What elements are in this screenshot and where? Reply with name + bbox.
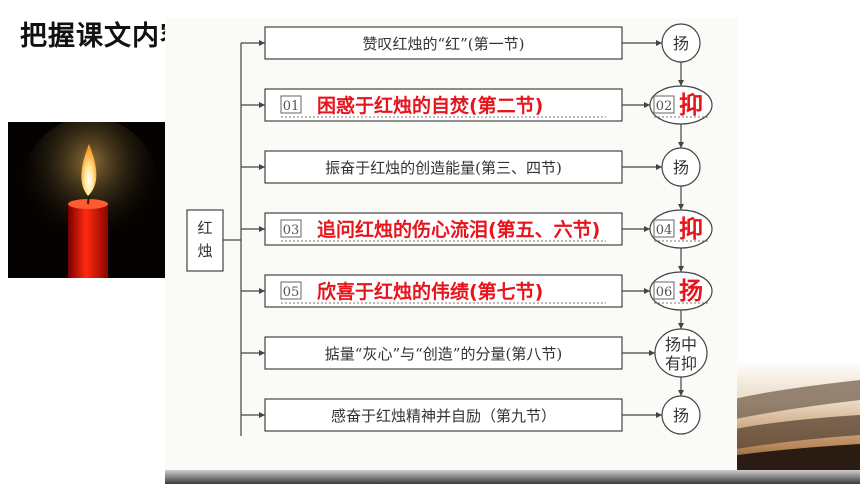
flow-row-7: 感奋于红烛精神并自励（第九节） 扬 xyxy=(241,395,701,435)
sunset-decoration xyxy=(730,360,860,484)
section-answer: 欣喜于红烛的伟绩(第七节) xyxy=(317,280,543,303)
mood-label: 扬 xyxy=(673,158,689,177)
mood-circle xyxy=(661,395,701,435)
section-label: 感奋于红烛精神并自励（第九节） xyxy=(331,407,556,425)
section-box xyxy=(264,274,623,308)
mood-answer: 抑 xyxy=(679,91,703,119)
blank-number: 06 xyxy=(656,285,673,300)
flow-row-4: 03 追问红烛的伤心流泪(第五、六节) 04 抑 xyxy=(241,209,713,272)
mood-label: 有抑 xyxy=(665,354,697,373)
mood-label: 扬 xyxy=(673,406,689,425)
flow-row-3: 振奋于红烛的创造能量(第三、四节) 扬 xyxy=(241,147,701,210)
section-box xyxy=(264,398,623,432)
section-box xyxy=(264,26,623,60)
blank-number: 04 xyxy=(656,223,673,238)
flow-row-1: 赞叹红烛的“红”(第一节) 扬 xyxy=(241,23,701,86)
section-answer: 困惑于红烛的自焚(第二节) xyxy=(317,94,543,117)
section-label: 掂量“灰心”与“创造”的分量(第八节) xyxy=(325,345,562,363)
blank-number: 01 xyxy=(283,99,300,114)
section-answer: 追问红烛的伤心流泪(第五、六节) xyxy=(317,218,600,241)
section-label: 赞叹红烛的“红”(第一节) xyxy=(362,35,524,53)
mood-answer: 扬 xyxy=(679,277,703,305)
flow-row-2: 01 困惑于红烛的自焚(第二节) 02 抑 xyxy=(241,85,713,148)
mood-label: 扬中 xyxy=(665,335,697,354)
mood-answer: 抑 xyxy=(679,215,703,243)
section-box xyxy=(264,212,623,246)
root-label-line1: 红 xyxy=(197,219,212,237)
section-box xyxy=(264,336,623,370)
blank-number: 03 xyxy=(283,223,300,238)
bottom-bar xyxy=(165,470,860,484)
candle-photo xyxy=(8,122,165,278)
blank-number: 02 xyxy=(656,99,673,114)
mood-label: 扬 xyxy=(673,34,689,53)
root-label-line2: 烛 xyxy=(197,242,212,260)
blank-number: 05 xyxy=(283,285,300,300)
section-box xyxy=(264,150,623,184)
section-box xyxy=(264,88,623,122)
flow-row-5: 05 欣喜于红烛的伟绩(第七节) 06 扬 xyxy=(241,271,713,329)
section-label: 振奋于红烛的创造能量(第三、四节) xyxy=(325,159,562,177)
